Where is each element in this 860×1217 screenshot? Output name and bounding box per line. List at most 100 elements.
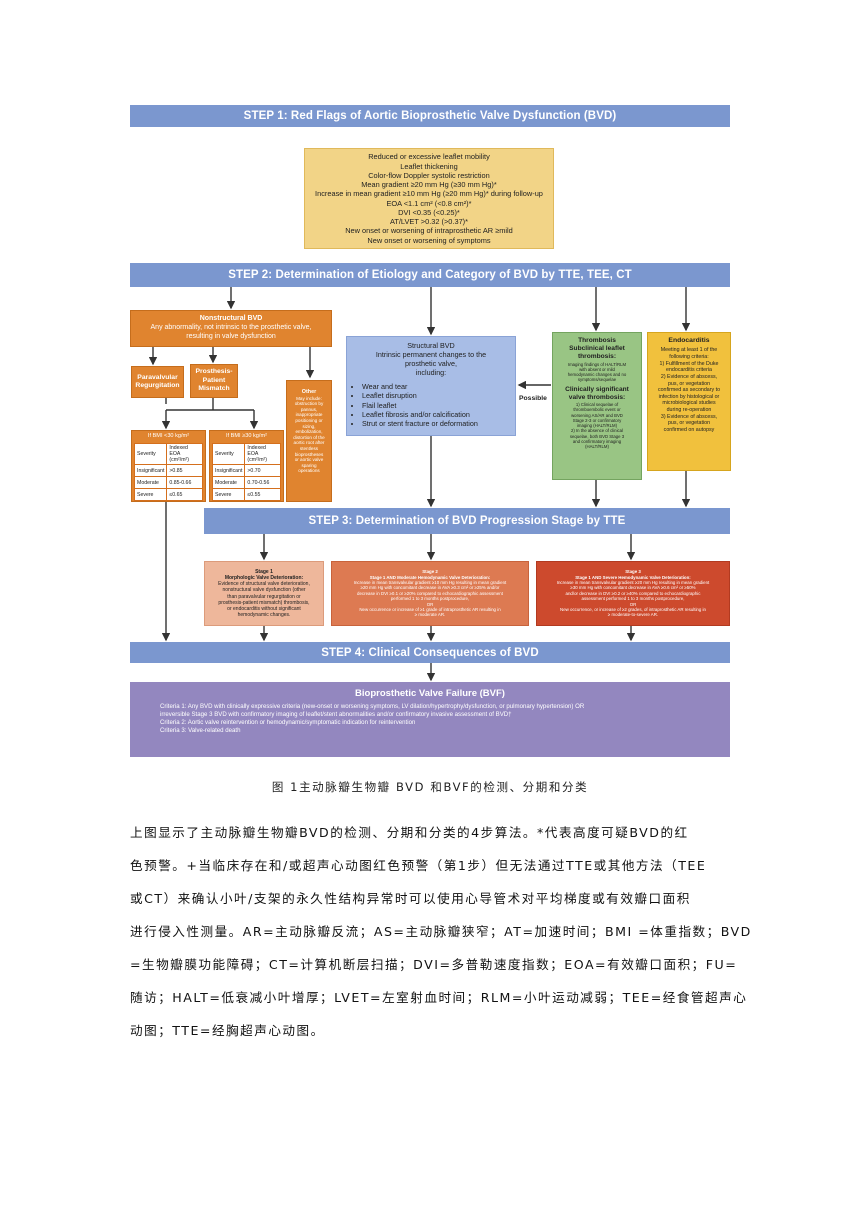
thrombosis-desc: symptoms/sequelae xyxy=(577,377,617,383)
stage2-line: decrease in DVI ≥0.1 or ≥20% compared to… xyxy=(357,590,503,596)
step3-banner: STEP 3: Determination of BVD Progression… xyxy=(204,508,730,534)
endocarditis-line: 2) Evidence of abscess, xyxy=(660,373,718,380)
endocarditis-line: pus, or vegetation xyxy=(667,380,711,387)
endocarditis-line: 3) Evidence of abscess, xyxy=(660,413,718,420)
paragraph-line: 动图；TTE=经胸超声心动图。 xyxy=(130,1023,325,1038)
other-nonstructural-box: Other May include: obstruction by pannus… xyxy=(286,380,332,502)
endocarditis-line: during re-operation xyxy=(666,406,712,413)
thrombosis-clinical-desc: and confirmatory imaging xyxy=(572,438,622,444)
endocarditis-box: Endocarditis Meeting at least 1 of the f… xyxy=(647,332,731,471)
stage3-line: ≥ moderate-to-severe AR. xyxy=(607,612,659,618)
stage3-line: ≥30 mm Hg with concomitant decrease in A… xyxy=(570,585,696,591)
stage3-line: Increase in mean transvalvular gradient … xyxy=(556,580,710,586)
red-flag-item: Leaflet thickening xyxy=(400,161,458,171)
other-line: or aortic valve xyxy=(294,457,324,463)
thrombosis-clinical-desc: sequelae, both BVD Stage 3 xyxy=(569,433,625,439)
endocarditis-line: endocarditis criteria xyxy=(666,367,712,374)
thrombosis-title: Subclinical leaflet xyxy=(569,345,625,353)
stage3-line: assessment performed 1 to 3 months postp… xyxy=(581,596,685,602)
paragraph-line: 进行侵入性测量。AR=主动脉瓣反流；AS=主动脉瓣狭窄；AT=加速时间；BMI … xyxy=(130,924,752,939)
other-line: bioprostheses xyxy=(294,451,324,457)
endocarditis-line: pus, or vegetation xyxy=(667,420,711,427)
thrombosis-title: Thrombosis xyxy=(578,337,616,344)
table-cell: Insignificant xyxy=(133,464,168,477)
endocarditis-line: following criteria: xyxy=(669,354,709,361)
thrombosis-clinical-title: valve thrombosis: xyxy=(568,393,626,401)
other-line: obstruction by xyxy=(294,401,324,407)
thrombosis-clinical-desc: 2) In the absence of clinical xyxy=(570,428,624,434)
red-flag-item: Color-flow Doppler systolic restriction xyxy=(368,170,490,180)
red-flag-item: EOA <1.1 cm² (<0.8 cm²)* xyxy=(386,198,472,208)
thrombosis-title: thrombosis: xyxy=(577,353,617,361)
bvf-criteria: Criteria 2: Aortic valve reintervention … xyxy=(160,718,416,726)
stage3-line: OR xyxy=(629,601,637,607)
structural-item: Flail leaflet xyxy=(362,401,509,410)
stage2-line: ≥20 mm Hg with concomitant decrease in A… xyxy=(360,585,500,591)
thrombosis-desc: hemodynamic changes and no xyxy=(567,372,627,378)
stage2-subtitle: Stage 1 AND Moderate Hemodynamic Valve D… xyxy=(369,574,491,580)
paragraph-line: 色预警。+当临床存在和/或超声心动图红色预警（第1步）但无法通过TTE或其他方法… xyxy=(130,858,707,873)
other-line: aortic root after xyxy=(293,440,325,446)
stage3-title: Stage 3 xyxy=(625,569,641,575)
thrombosis-clinical-desc: 1) Clinical sequelae of xyxy=(575,402,619,408)
red-flag-item: DVI <0.35 (<0.25)* xyxy=(398,207,460,217)
nonstructural-title: Nonstructural BVD xyxy=(199,315,263,323)
endocarditis-line: Meeting at least 1 of the xyxy=(660,347,718,354)
table-cell: >0.85 xyxy=(166,464,203,477)
stage3-line: and/or decrease in DVI ≥0.2 or ≥40% comp… xyxy=(565,590,701,596)
stage1-line: than paravalvular regurgitation or xyxy=(227,593,301,600)
structural-item: Leaflet disruption xyxy=(362,391,509,400)
thrombosis-clinical-desc: thromboembolic event or xyxy=(573,407,621,413)
thrombosis-clinical-desc: (HALT/RLM) xyxy=(585,443,609,449)
step4-banner: STEP 4: Clinical Consequences of BVD xyxy=(130,642,730,663)
stage3-line: New occurrence, or increase of ≥2 grades… xyxy=(560,606,706,612)
endocarditis-line: microbiological studies xyxy=(662,400,716,407)
other-line: operations xyxy=(298,468,320,474)
other-line: inappropriate xyxy=(295,412,323,418)
structural-title: Structural BVD xyxy=(407,341,455,350)
stage2-title: Stage 2 xyxy=(422,569,438,575)
other-line: embolization, xyxy=(295,429,323,435)
thrombosis-desc: with absent or mild xyxy=(579,366,615,372)
paravalvular-label: Regurgitation xyxy=(135,382,180,389)
nonstructural-bvd-box: Nonstructural BVD Any abnormality, not i… xyxy=(130,310,332,347)
step2-banner: STEP 2: Determination of Etiology and Ca… xyxy=(130,263,730,287)
other-line: pannus, xyxy=(300,406,318,412)
stage1-subtitle: Morphologic Valve Deterioration: xyxy=(224,575,304,582)
table-cell: Moderate xyxy=(133,476,168,489)
thrombosis-desc: Imaging findings of HALT/RLM xyxy=(567,361,627,367)
other-title: Other xyxy=(301,389,317,395)
table-cell: ≤0.65 xyxy=(166,488,203,501)
stage2-line: performed 1 to 3 months postprocedure, xyxy=(390,596,470,602)
figure-caption: 图 1主动脉瓣生物瓣 BVD 和BVF的检测、分期和分类 xyxy=(271,780,589,794)
nonstructural-desc: Any abnormality, not intrinsic to the pr… xyxy=(150,324,312,332)
endocarditis-line: confirmed on autopsy xyxy=(663,426,715,433)
structural-desc: Intrinsic permanent changes to the xyxy=(375,350,487,359)
step1-title: STEP 1: Red Flags of Aortic Bioprostheti… xyxy=(243,110,617,122)
structural-item: Wear and tear xyxy=(362,382,509,391)
table-cell: 0.85-0.66 xyxy=(166,476,203,489)
table-cell: 0.70-0.56 xyxy=(244,476,281,489)
bmi-low-header: If BMI <30 kg/m² xyxy=(147,433,190,439)
stage1-box: Stage 1 Morphologic Valve Deterioration:… xyxy=(204,561,324,626)
red-flags-box: Reduced or excessive leaflet mobility Le… xyxy=(304,148,554,249)
thrombosis-clinical-desc: imaging (HALT/RLM) xyxy=(576,423,618,429)
ppm-label: Prosthesis- xyxy=(195,368,233,376)
endocarditis-title: Endocarditis xyxy=(668,337,710,344)
stage1-line: hemodynamic changes. xyxy=(237,611,291,618)
paragraph-line: 随访；HALT=低衰减小叶增厚；LVET=左室射血时间；RLM=小叶运动减弱；T… xyxy=(130,990,748,1005)
structural-item: Strut or stent fracture or deformation xyxy=(362,419,509,428)
endocarditis-line: confirmed as secondary to xyxy=(657,387,721,394)
stage2-line: Increase in mean transvalvular gradient … xyxy=(353,580,507,586)
table-cell: Severe xyxy=(211,488,246,501)
stage1-line: prosthesis-patient mismatch) thrombosis, xyxy=(218,599,310,606)
stage1-title: Stage 1 xyxy=(255,569,273,576)
stage2-line: OR xyxy=(426,601,434,607)
table-header-cell: Indexed EOA (cm²/m²) xyxy=(244,443,281,465)
possible-label: Possible xyxy=(519,395,547,402)
endocarditis-line: 1) Fulfillment of the Duke xyxy=(659,360,719,367)
structural-desc: prosthetic valve, xyxy=(405,359,457,368)
